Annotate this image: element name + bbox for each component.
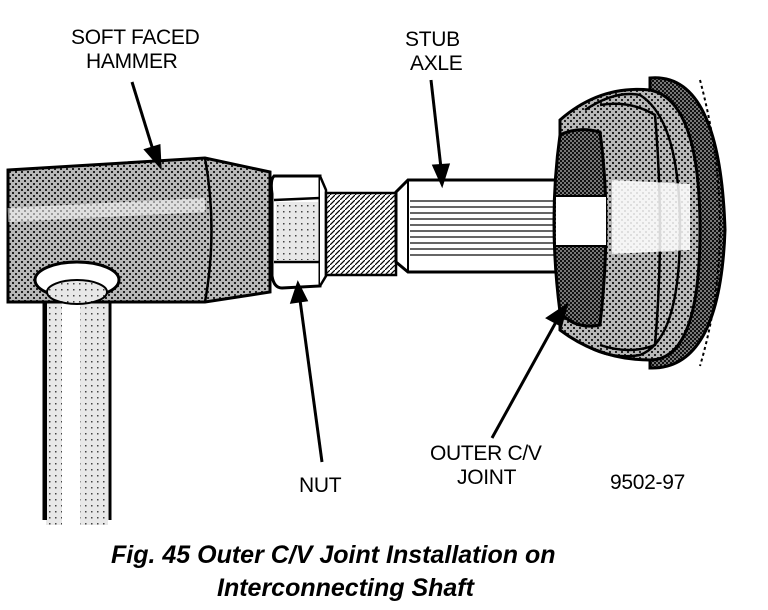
nut-label: NUT	[299, 474, 342, 497]
stub-axle-leader	[429, 79, 443, 169]
cv-joint-label-line2: JOINT	[457, 466, 517, 489]
axle-nut	[269, 174, 328, 290]
figure-number: 9502-97	[610, 471, 685, 494]
threaded-shaft	[324, 191, 398, 277]
stub-axle	[394, 178, 562, 274]
hammer-label-line1: SOFT FACED	[71, 26, 200, 49]
leader-lines	[130, 79, 569, 463]
cv-joint-label-line1: OUTER C/V	[430, 442, 542, 465]
hammer-leader	[130, 81, 155, 151]
nut-arrowhead	[289, 280, 309, 304]
caption-line2: Interconnecting Shaft	[217, 574, 476, 602]
caption-line1: Fig. 45 Outer C/V Joint Installation on	[111, 541, 555, 569]
cv-joint-leader	[490, 321, 558, 439]
soft-faced-hammer	[6, 156, 272, 305]
cv-joint-arrowhead	[545, 302, 569, 328]
hammer-handle	[42, 300, 112, 525]
stub-axle-label-line2: AXLE	[410, 52, 463, 75]
hammer-label-line2: HAMMER	[86, 50, 178, 73]
stub-axle-arrowhead	[431, 163, 451, 189]
stub-axle-label-line1: STUB	[405, 28, 460, 51]
hammer-arrowhead	[143, 143, 162, 171]
outer-cv-joint	[552, 76, 727, 370]
nut-leader	[298, 299, 324, 463]
